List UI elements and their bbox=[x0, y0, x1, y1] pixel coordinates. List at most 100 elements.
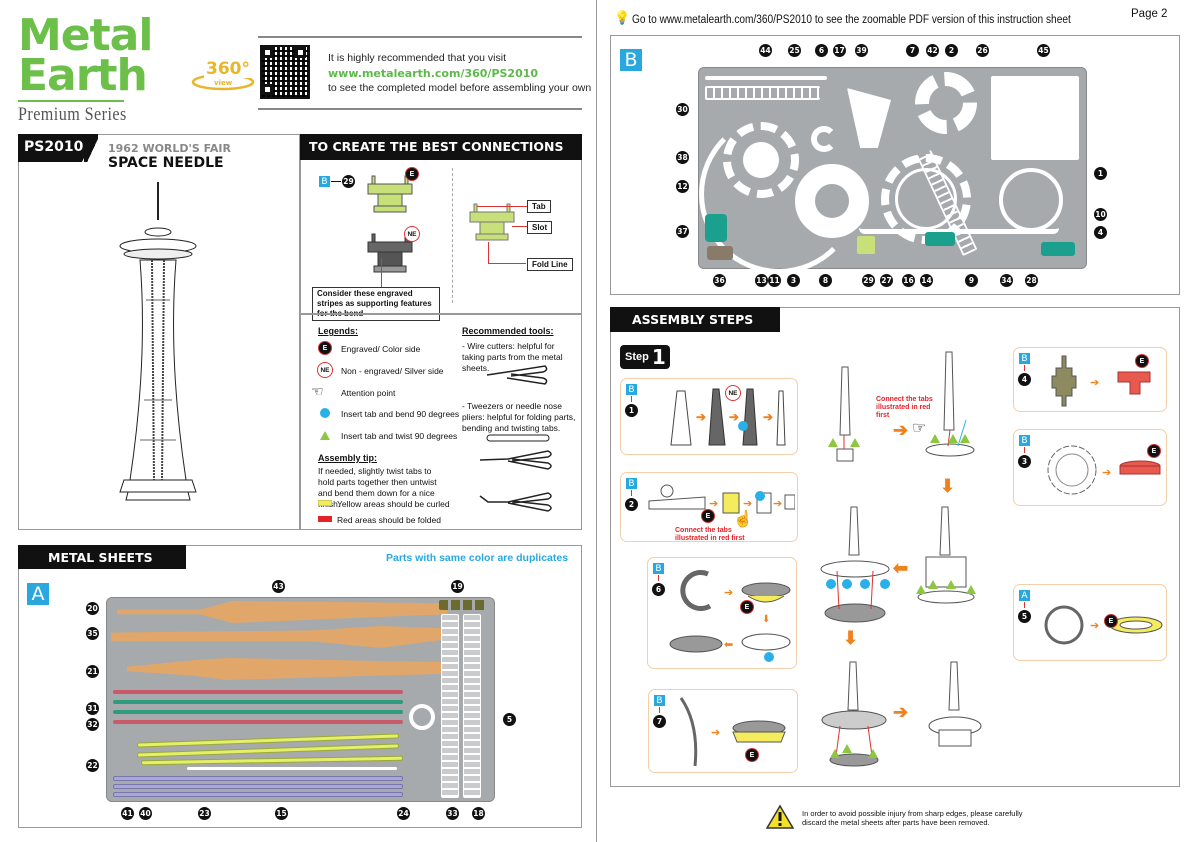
bent-nose-pliers-icon bbox=[479, 492, 552, 512]
sheet-b-label: 1 bbox=[1094, 167, 1107, 180]
substep-connector bbox=[1024, 447, 1025, 453]
sheet-b-label: 8 bbox=[819, 274, 832, 287]
sheet-b-label: 14 bbox=[920, 274, 933, 287]
blue-dot-icon bbox=[738, 421, 748, 431]
sheet-b-label: 29 bbox=[862, 274, 875, 287]
engraved-badge: E bbox=[1104, 614, 1118, 628]
green-triangle-icon bbox=[916, 585, 926, 594]
sheet-b-label: 25 bbox=[788, 44, 801, 57]
legend-non-engraved-text: Non - engraved/ Silver side bbox=[341, 366, 444, 376]
sheet-b-label: 34 bbox=[1000, 274, 1013, 287]
substep-b1: B 1 ➔ ➔ ➔ NE bbox=[620, 378, 798, 455]
substep-connector bbox=[1024, 602, 1025, 608]
step-word: Step bbox=[625, 351, 649, 363]
legends-heading: Legends: bbox=[318, 326, 359, 336]
rail-pink-32 bbox=[113, 720, 403, 724]
substep-b7: B 7 ➔ E bbox=[648, 689, 798, 773]
brand-logo: Metal Earth bbox=[18, 14, 153, 98]
sheet-b-label: 7 bbox=[906, 44, 919, 57]
zoomable-pdf-tip: Go to www.metalearth.com/360/PS2010 to s… bbox=[632, 14, 1071, 26]
svg-text:➔: ➔ bbox=[709, 498, 718, 510]
substep-b6: B 6 ➔ ⬇ ⬅ E bbox=[647, 557, 797, 669]
engraved-badge: E bbox=[701, 509, 715, 523]
strip-lavender-41 bbox=[113, 792, 403, 797]
wire-cutters-icon bbox=[486, 365, 548, 385]
blue-dot-icon bbox=[860, 579, 870, 589]
sheet-a bbox=[106, 597, 495, 802]
svg-text:➔: ➔ bbox=[1102, 467, 1111, 479]
sheet-b-label: 26 bbox=[976, 44, 989, 57]
green-triangle-icon bbox=[948, 434, 958, 443]
sheet-b-label: 9 bbox=[965, 274, 978, 287]
blue-dot-icon bbox=[842, 579, 852, 589]
frame-part-35 bbox=[111, 626, 447, 648]
sheet-a-label: 21 bbox=[86, 665, 99, 678]
legend-bend-text: Insert tab and bend 90 degrees bbox=[341, 409, 460, 419]
sheet-b-label: 45 bbox=[1037, 44, 1050, 57]
part-green-2 bbox=[1041, 242, 1075, 256]
green-triangle-icon bbox=[842, 744, 852, 753]
completed-model-illustration bbox=[928, 661, 982, 747]
substep-part: 4 bbox=[1018, 373, 1031, 386]
saucer-assembly-right bbox=[917, 506, 975, 604]
final-assembly-left bbox=[821, 661, 887, 767]
qr-code[interactable] bbox=[260, 45, 310, 99]
substep-part: 2 bbox=[625, 498, 638, 511]
blue-dot-icon bbox=[755, 491, 765, 501]
substep-part: 3 bbox=[1018, 455, 1031, 468]
engraved-badge: E bbox=[745, 748, 759, 762]
label-slot: Slot bbox=[527, 221, 553, 234]
arrow-down-icon: ⬇ bbox=[843, 628, 859, 648]
sheet-a-label: 22 bbox=[86, 759, 99, 772]
blue-dot-icon bbox=[826, 579, 836, 589]
slot-leader bbox=[512, 226, 527, 227]
blue-dot-icon bbox=[880, 579, 890, 589]
arrow-right-icon: ➔ bbox=[893, 420, 909, 440]
green-triangle-icon bbox=[930, 434, 940, 443]
fan-39 bbox=[847, 88, 891, 148]
sheet-a-letter: A bbox=[27, 583, 49, 605]
saucer-ring-part-illustration: ➔ ⬇ ⬅ bbox=[669, 570, 791, 653]
pointing-hand-icon: ☞ bbox=[912, 420, 927, 437]
spire-assembly-illustration bbox=[836, 366, 854, 462]
sheet-b-label: 11 bbox=[768, 274, 781, 287]
connector-line bbox=[331, 181, 341, 182]
legend-engraved-text: Engraved/ Color side bbox=[341, 344, 421, 354]
base-assembly-illustration bbox=[925, 351, 975, 457]
sheet-a-label: 5 bbox=[503, 713, 516, 726]
sheet-b-label: 28 bbox=[1025, 274, 1038, 287]
note-leader bbox=[381, 258, 382, 288]
part-29-non-engraved-illustration bbox=[367, 233, 413, 273]
rail-44 bbox=[705, 76, 827, 80]
substep-connector bbox=[631, 490, 632, 496]
arc-12 bbox=[699, 114, 859, 274]
ring-42 bbox=[915, 72, 977, 134]
sheet-b-label: 30 bbox=[676, 103, 689, 116]
green-triangle-icon bbox=[828, 438, 838, 447]
part-29 bbox=[857, 236, 875, 254]
green-triangle-icon bbox=[830, 749, 840, 758]
blue-dot-icon bbox=[320, 408, 330, 418]
section-rule bbox=[300, 313, 582, 315]
warning-icon bbox=[766, 804, 794, 829]
arrow-left-icon: ⬅ bbox=[893, 558, 909, 578]
sheet-a-label: 19 bbox=[451, 580, 464, 593]
pointing-hand-icon: ☜ bbox=[311, 383, 324, 399]
recommend-url[interactable]: www.metalearth.com/360/PS2010 bbox=[328, 67, 539, 80]
sheet-b-label: 42 bbox=[926, 44, 939, 57]
model-subtitle: 1962 WORLD'S FAIR bbox=[108, 142, 231, 155]
sheet-b-label: 16 bbox=[902, 274, 915, 287]
yellow-note: Yellow areas should be curled bbox=[337, 499, 450, 509]
red-note: Red areas should be folded bbox=[337, 515, 441, 525]
substep-sheet: B bbox=[1019, 353, 1030, 364]
step-badge: Step 1 bbox=[620, 345, 670, 369]
substep-sheet: B bbox=[654, 695, 665, 706]
strip-white-15 bbox=[187, 767, 397, 770]
series-name: Premium Series bbox=[18, 104, 127, 125]
recommend-line1: It is highly recommended that you visit bbox=[328, 52, 506, 64]
ring-10 bbox=[999, 168, 1063, 232]
green-triangle-icon bbox=[320, 431, 330, 440]
non-engraved-badge: NE bbox=[725, 385, 741, 401]
label-fold-line: Fold Line bbox=[527, 258, 573, 271]
needle-nose-pliers-icon bbox=[479, 450, 552, 470]
